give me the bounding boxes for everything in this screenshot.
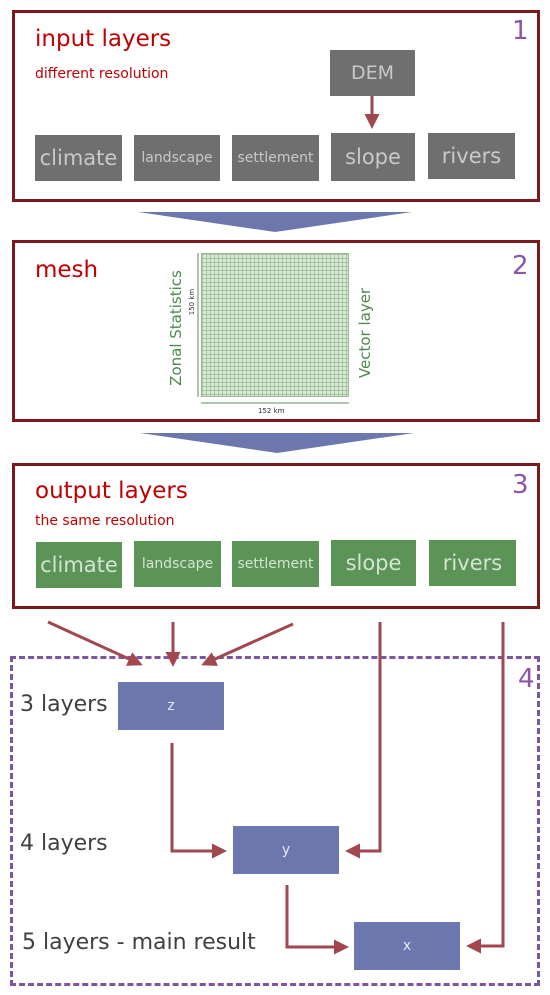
mesh-title: mesh: [35, 257, 99, 283]
arrow-rivers-to-x: [466, 622, 505, 954]
mesh-width-label: 152 km: [258, 407, 285, 415]
output-layers-title: output layers: [35, 478, 188, 504]
flow-arrow-1-to-2: [138, 212, 412, 232]
panel-number-4: 4: [518, 664, 535, 694]
panel-number-1: 1: [512, 16, 529, 46]
output-box-settlement: settlement: [232, 541, 319, 587]
flow-arrow-2-to-3: [140, 433, 414, 453]
input-box-landscape: landscape: [134, 135, 220, 181]
input-box-slope: slope: [331, 133, 415, 181]
node-z: z: [118, 682, 224, 730]
arrow-climate-to-z: [47, 620, 143, 666]
level-label-4-layers: 4 layers: [20, 831, 108, 856]
output-box-landscape: landscape: [134, 541, 221, 587]
panel-number-3: 3: [512, 470, 529, 500]
arrow-slope-to-y: [345, 622, 382, 859]
dem-box: DEM: [330, 50, 415, 96]
node-x: x: [354, 922, 460, 970]
mesh-grid: [201, 253, 349, 397]
output-box-slope: slope: [331, 540, 416, 586]
output-box-rivers: rivers: [429, 540, 516, 586]
input-box-rivers: rivers: [428, 133, 515, 179]
arrow-y-to-x: [285, 885, 349, 955]
level-label-5-layers: 5 layers - main result: [22, 930, 256, 955]
aggregation-panel: [10, 656, 540, 986]
output-box-climate: climate: [36, 542, 122, 588]
input-layers-subtitle: different resolution: [35, 66, 169, 82]
input-layers-title: input layers: [35, 26, 172, 52]
arrow-z-to-y: [170, 743, 227, 859]
input-box-settlement: settlement: [232, 135, 319, 181]
level-label-3-layers: 3 layers: [20, 692, 108, 717]
output-layers-subtitle: the same resolution: [35, 513, 175, 529]
input-box-climate: climate: [35, 135, 122, 181]
node-y: y: [233, 826, 339, 874]
panel-number-2: 2: [512, 251, 529, 281]
arrow-settlement-to-z: [201, 622, 294, 666]
